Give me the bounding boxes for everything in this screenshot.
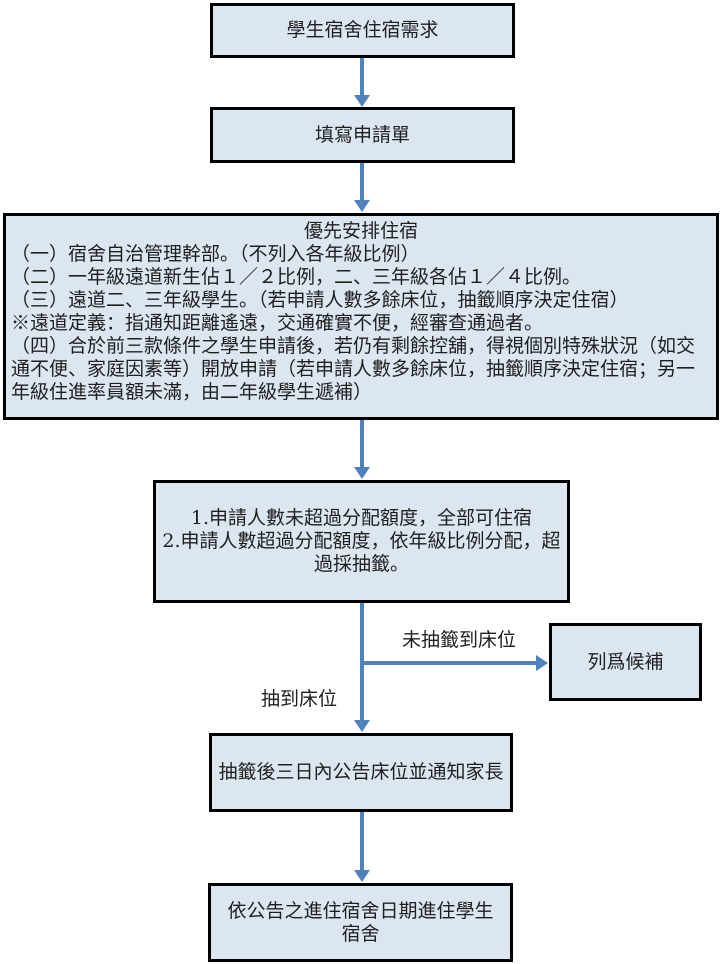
edge-label-no-bed: 未抽籤到床位 [402, 629, 517, 651]
arrow-demand-to-form-head-icon [354, 95, 370, 107]
arrow-form-to-priority-head-icon [354, 200, 370, 212]
arrow-branch-to-waitlist-head-icon [536, 655, 548, 671]
arrow-form-to-priority-line [360, 163, 364, 201]
node-move-in: 依公告之進住宿舍日期進住學生宿舍 [208, 883, 513, 962]
node-move-in-label: 依公告之進住宿舍日期進住學生宿舍 [227, 899, 494, 945]
node-announce-beds: 抽籤後三日內公告床位並通知家長 [209, 733, 513, 812]
priority-rule-1: （一）宿舍自治管理幹部。（不列入各年級比例） [11, 243, 420, 265]
priority-rule-4: （四）合於前三款條件之學生申請後，若仍有剩餘控舖，得視個別特殊狀況（如交通不便、… [11, 335, 696, 403]
allocation-case-1: 1.申請人數未超過分配額度，全部可住宿 [190, 507, 533, 529]
priority-rule-3: （三）遠道二、三年級學生。（若申請人數多餘床位，抽籤順序決定住宿） [11, 289, 629, 311]
arrow-branch-to-waitlist-line [362, 661, 536, 665]
arrow-demand-to-form-line [360, 58, 364, 96]
node-fill-application-label: 填寫申請單 [314, 123, 410, 146]
arrow-announce-to-movein-line [360, 812, 364, 871]
arrow-announce-to-movein-head-icon [354, 870, 370, 882]
priority-rule-2: （二）一年級遠道新生佔１／２比例，二、三年級各佔１／４比例。 [11, 266, 582, 288]
node-announce-beds-label: 抽籤後三日內公告床位並通知家長 [218, 761, 504, 783]
priority-note: ※遠道定義：指通知距離遙遠，交通確實不便，經審查通過者。 [11, 312, 544, 334]
node-dorm-demand-label: 學生宿舍住宿需求 [286, 19, 439, 41]
node-waitlist: 列爲候補 [549, 623, 702, 701]
allocation-case-2: 2.申請人數超過分配額度，依年級比例分配，超過採抽籤。 [162, 530, 561, 575]
arrow-priority-to-allocation-line [360, 420, 364, 468]
arrow-allocation-to-announce-head-icon [354, 720, 370, 732]
edge-label-bed-drawn: 抽到床位 [261, 688, 338, 710]
arrow-priority-to-allocation-head-icon [354, 467, 370, 479]
node-fill-application: 填寫申請單 [210, 107, 515, 163]
node-priority-arrangement: 優先安排住宿 （一）宿舍自治管理幹部。（不列入各年級比例） （二）一年級遠道新生… [3, 213, 719, 420]
node-waitlist-label: 列爲候補 [587, 650, 664, 673]
priority-title: 優先安排住宿 [303, 220, 418, 242]
node-allocation-result: 1.申請人數未超過分配額度，全部可住宿 2.申請人數超過分配額度，依年級比例分配… [153, 480, 570, 603]
node-dorm-demand: 學生宿舍住宿需求 [210, 3, 515, 58]
